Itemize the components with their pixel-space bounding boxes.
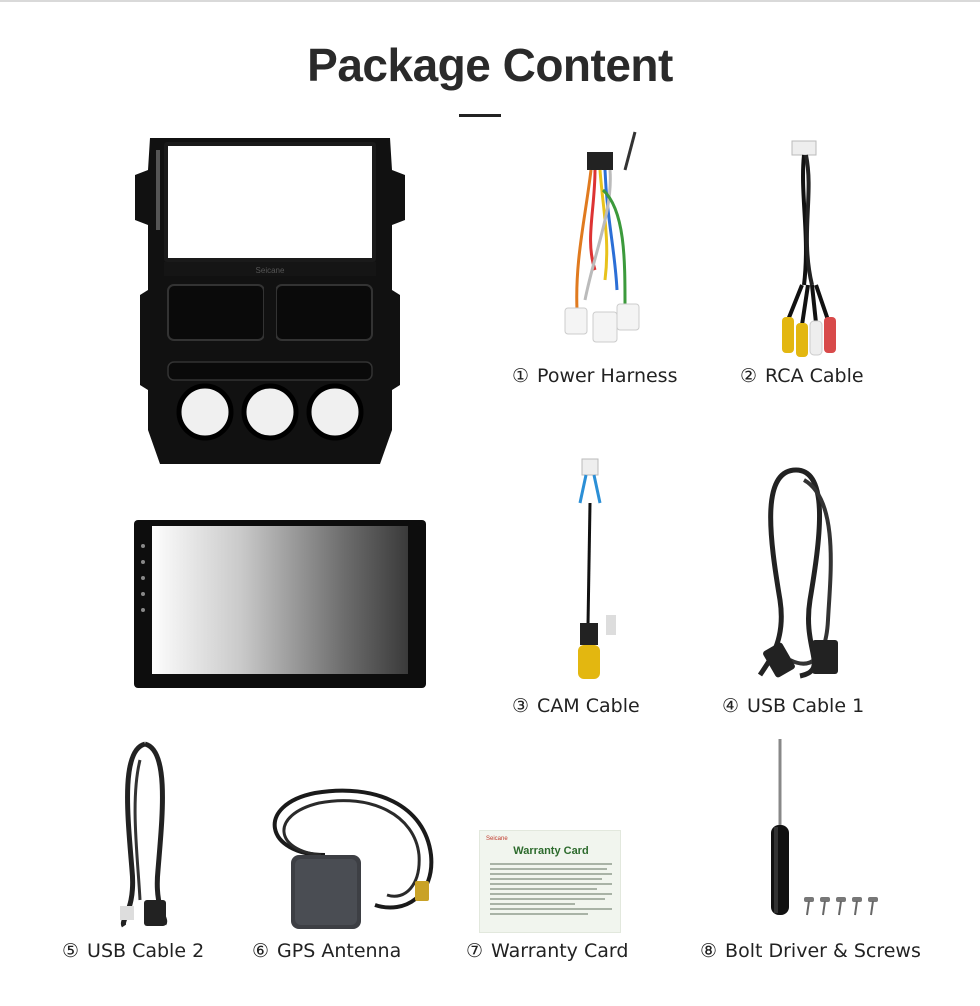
usb-cable-1-image bbox=[757, 467, 838, 679]
caption-label: GPS Antenna bbox=[277, 940, 402, 962]
caption-gps-antenna: ⑥ GPS Antenna bbox=[252, 940, 401, 962]
caption-number: ① bbox=[512, 365, 530, 387]
dash-frame-image: Seicane bbox=[135, 138, 405, 464]
caption-number: ⑤ bbox=[62, 940, 80, 962]
caption-label: Warranty Card bbox=[491, 940, 629, 962]
title-underline bbox=[459, 114, 501, 117]
caption-label: CAM Cable bbox=[537, 695, 640, 717]
caption-label: USB Cable 2 bbox=[87, 940, 205, 962]
caption-number: ⑧ bbox=[700, 940, 718, 962]
caption-number: ⑦ bbox=[466, 940, 484, 962]
frame-brand-text: Seicane bbox=[256, 266, 285, 275]
screwdriver-image bbox=[771, 739, 878, 916]
caption-usb-cable-1: ④ USB Cable 1 bbox=[722, 695, 864, 717]
caption-number: ② bbox=[740, 365, 758, 387]
power-harness-image bbox=[564, 131, 640, 343]
gps-antenna-image bbox=[272, 788, 434, 929]
caption-label: Bolt Driver & Screws bbox=[725, 940, 921, 962]
card-text-lines bbox=[490, 863, 612, 918]
caption-label: Power Harness bbox=[537, 365, 678, 387]
caption-number: ⑥ bbox=[252, 940, 270, 962]
usb-cable-2-image bbox=[120, 741, 168, 928]
caption-bolt-driver-screws: ⑧ Bolt Driver & Screws bbox=[700, 940, 921, 962]
caption-label: USB Cable 1 bbox=[747, 695, 865, 717]
caption-number: ④ bbox=[722, 695, 740, 717]
card-title: Warranty Card bbox=[513, 845, 589, 857]
caption-cam-cable: ③ CAM Cable bbox=[512, 695, 640, 717]
warranty-card-image: Seicane Warranty Card bbox=[479, 830, 621, 933]
top-divider bbox=[0, 0, 980, 2]
page-title: Package Content bbox=[307, 39, 673, 91]
cam-cable-image bbox=[578, 458, 616, 679]
caption-usb-cable-2: ⑤ USB Cable 2 bbox=[62, 940, 204, 962]
card-brand: Seicane bbox=[486, 836, 508, 842]
caption-number: ③ bbox=[512, 695, 530, 717]
caption-rca-cable: ② RCA Cable bbox=[740, 365, 864, 387]
rca-cable-image bbox=[782, 140, 836, 357]
caption-warranty-card: ⑦ Warranty Card bbox=[466, 940, 628, 962]
head-unit-image bbox=[134, 520, 426, 688]
caption-power-harness: ① Power Harness bbox=[512, 365, 677, 387]
caption-label: RCA Cable bbox=[765, 365, 864, 387]
